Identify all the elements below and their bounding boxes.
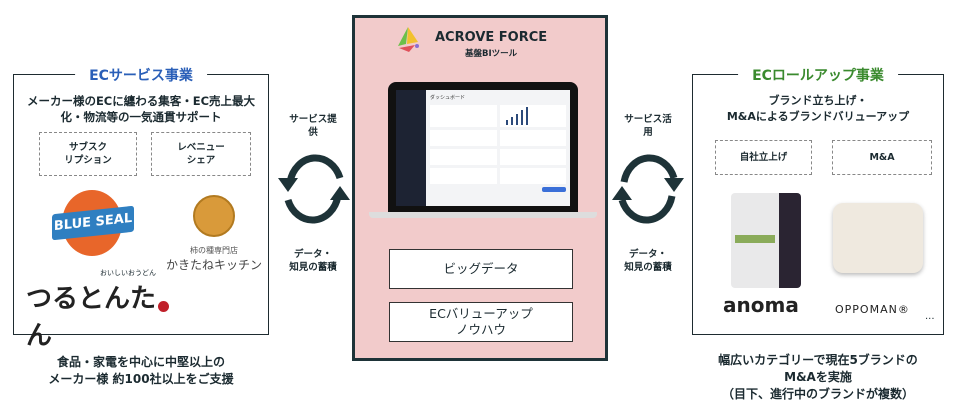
acrove-logo-icon bbox=[398, 27, 419, 52]
own-launch-box: 自社立上げ bbox=[715, 140, 812, 175]
ec-value-up-knowhow-box: ECバリューアップ ノウハウ bbox=[389, 302, 573, 342]
oppoman-product-image bbox=[833, 203, 923, 273]
cycle-arrows-icon bbox=[278, 154, 350, 224]
acrove-force-panel: ACROVE FORCE 基盤BIツール ダッシュボード ビッグデータ ECバリ… bbox=[352, 15, 608, 361]
oppoman-logo: OPPOMAN® bbox=[835, 303, 910, 316]
service-provide-label: サービス提 供 bbox=[289, 114, 337, 138]
data-accumulate-label: データ・ 知見の蓄積 bbox=[289, 249, 337, 273]
blue-seal-logo: BLUE SEAL bbox=[40, 190, 145, 260]
ec-rollup-subtitle: ブランド立ち上げ・ M&Aによるブランドバリューアップ bbox=[726, 94, 910, 123]
ec-service-caption: 食品・家電を中心に中堅以上の メーカー様 約100社以上をご支援 bbox=[48, 355, 234, 386]
ec-service-panel: ECサービス事業 メーカー様のECに纏わる集客・EC売上最大 化・物流等の一気通… bbox=[13, 65, 269, 351]
ec-service-subtitle: メーカー様のECに纏わる集客・EC売上最大 化・物流等の一気通貫サポート bbox=[26, 94, 256, 124]
data-accumulate-label: データ・ 知見の蓄積 bbox=[624, 249, 672, 273]
subscription-box: サブスク リプション bbox=[39, 132, 137, 176]
ec-rollup-caption: 幅広いカテゴリーで現在5ブランドの M&Aを実施 （目下、進行中のブランドが複数… bbox=[718, 353, 918, 401]
revenue-share-box: レベニュー シェア bbox=[151, 132, 251, 176]
ec-service-title: ECサービス事業 bbox=[75, 65, 207, 85]
anoma-product-image bbox=[731, 193, 801, 288]
cycle-arrows-icon bbox=[612, 154, 684, 224]
ec-rollup-title: ECロールアップ事業 bbox=[738, 65, 898, 85]
big-data-box: ビッグデータ bbox=[389, 249, 573, 289]
tsurutontan-logo: おいしいおうどん つるとんたん bbox=[26, 268, 176, 351]
dashboard-title: ダッシュボード bbox=[430, 95, 466, 101]
service-use-label: サービス活 用 bbox=[624, 114, 672, 138]
anoma-logo: anoma bbox=[723, 293, 799, 317]
more-indicator: ... bbox=[925, 311, 935, 322]
brand-name: ACROVE FORCE bbox=[435, 30, 548, 45]
brand-tagline: 基盤BIツール bbox=[465, 49, 518, 59]
m-and-a-box: M&A bbox=[832, 140, 932, 175]
kakitane-logo: 柿の種専門店 かきたねキッチン bbox=[164, 195, 264, 275]
ec-rollup-panel: ECロールアップ事業 ブランド立ち上げ・ M&Aによるブランドバリューアップ 自… bbox=[692, 65, 944, 335]
laptop-image: ダッシュボード bbox=[388, 82, 578, 212]
